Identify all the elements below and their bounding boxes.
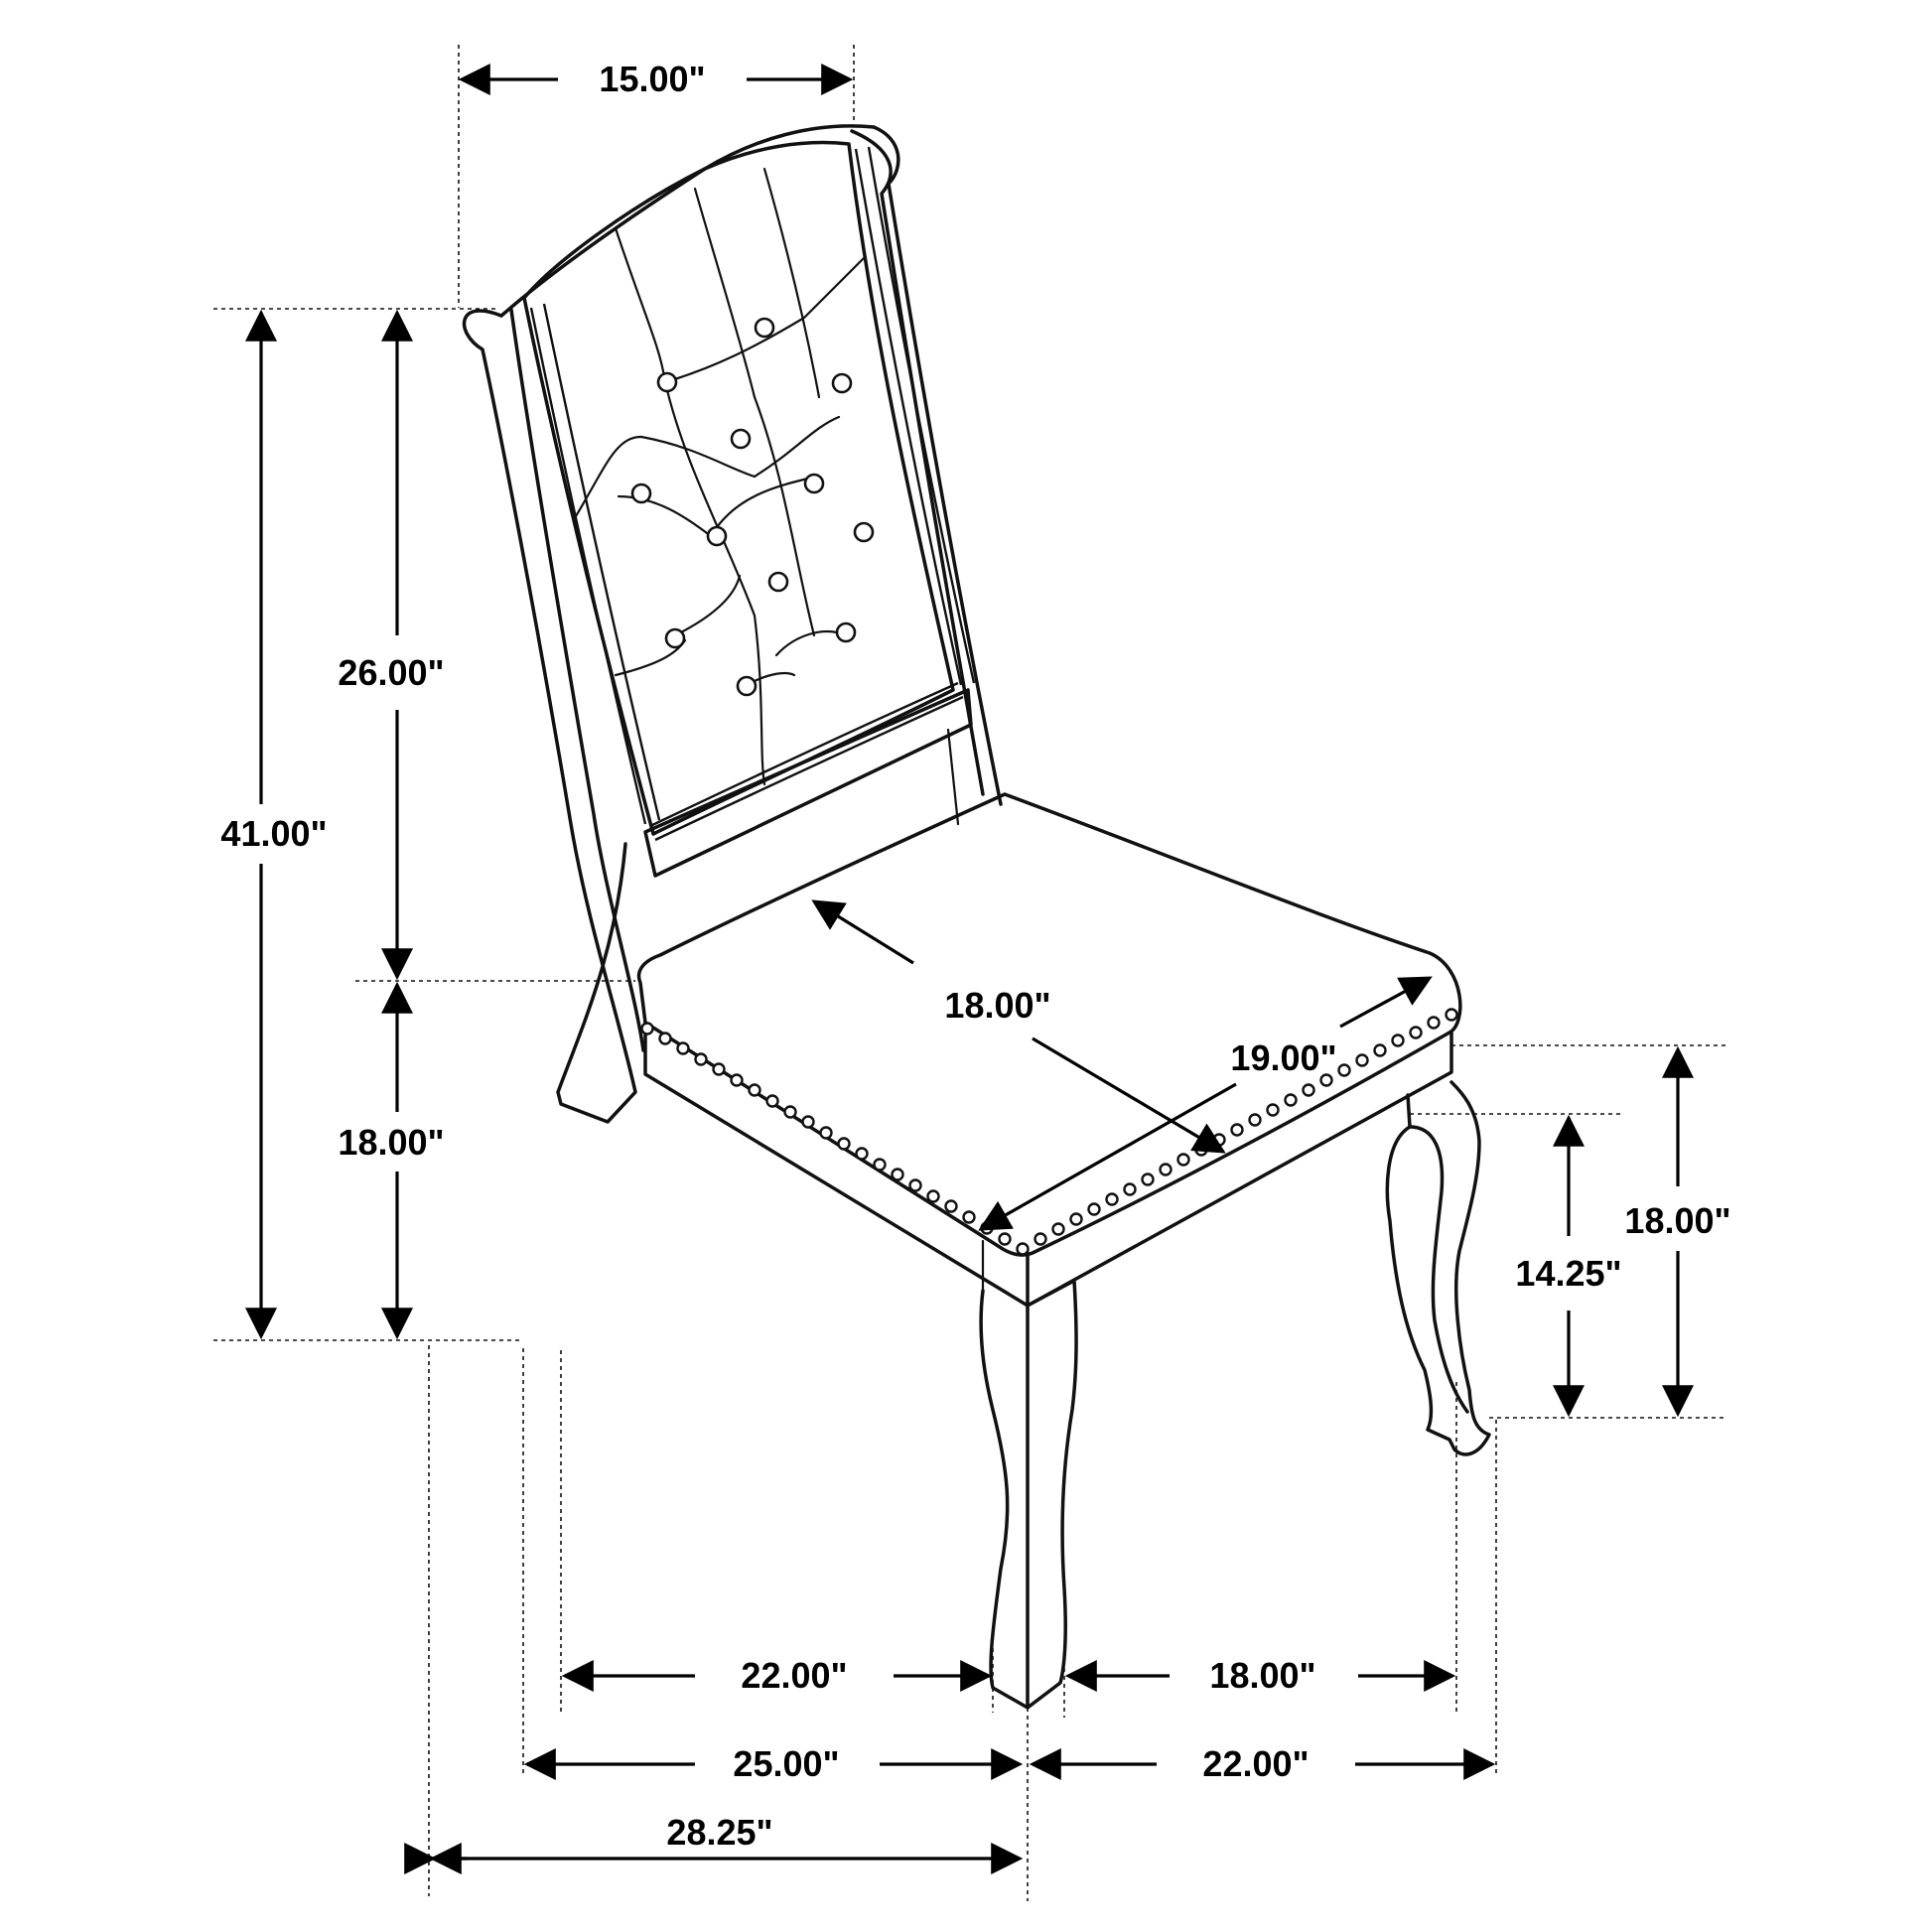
label-overall-height: 41.00" [220,813,327,854]
back-nailhead-trim [529,146,976,842]
tuft-button [853,521,875,543]
label-back-width: 15.00" [599,59,705,99]
seat-nailhead-trim [640,1008,1458,1256]
back-frame-left-post-inner [509,308,645,1052]
front-right-leg [1385,1080,1491,1456]
label-leg-span-left: 22.00" [741,1655,847,1696]
label-overall-depth: 28.25" [666,1812,772,1853]
front-left-leg-side [1026,1279,1078,1710]
seat-front-nailheads [640,1022,1030,1256]
tuft-button [706,525,728,547]
label-seat-height: 18.00" [338,1122,444,1163]
tuft-button [736,675,758,697]
arrow-seat-depth-up [811,899,914,965]
arrow-seat-width-up [1339,976,1433,1029]
tuft-button [630,483,652,504]
label-overall-right: 22.00" [1202,1743,1309,1784]
dimension-guides [213,45,1727,1901]
tuft-button [730,428,752,450]
arrow-seat-depth-down [1032,1036,1226,1154]
tufting-buttons [630,317,875,697]
label-seat-depth: 18.00" [944,985,1050,1026]
dimension-arrows [245,64,1694,1874]
seat-side-nailheads [1034,1008,1458,1246]
label-overall-left: 25.00" [733,1743,839,1784]
tuft-button [831,372,853,394]
seat-cushion-top [636,792,1462,1257]
back-frame-left-post [462,309,637,1124]
seat-front-apron [643,1021,1030,1308]
dimension-labels: 15.00" 26.00" 41.00" 18.00" 18.00" 19.00… [220,59,1730,1853]
tuft-button [656,371,678,393]
tuft-button [664,627,686,649]
label-leg-span-right: 18.00" [1209,1655,1315,1696]
back-frame-top-rail [499,124,876,318]
front-right-leg-inner [1408,1125,1469,1414]
tuft-button [803,473,825,494]
back-frame-right-post-inner [850,129,985,796]
back-frame-right-post [872,125,1003,806]
label-back-height: 26.00" [338,652,444,693]
back-support-post [946,728,960,826]
tuft-button [835,621,857,643]
arrow-seat-width-down [978,1082,1237,1231]
tuft-button [767,571,789,593]
label-front-seat-height: 18.00" [1624,1200,1730,1241]
chair-illustration [462,124,1491,1710]
tuft-button [754,317,775,339]
label-leg-height: 14.25" [1515,1253,1621,1294]
front-left-leg [979,1289,1030,1710]
lower-back-rail [643,688,973,878]
label-seat-width: 19.00" [1230,1037,1336,1078]
